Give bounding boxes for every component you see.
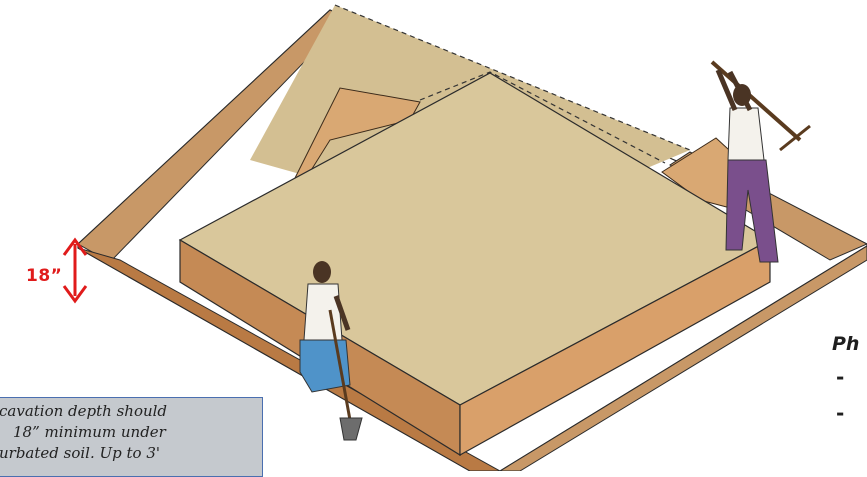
phase-heading: Ph bbox=[832, 333, 859, 355]
note-line: 18” minimum under bbox=[13, 423, 166, 441]
depth-label: 18” bbox=[26, 266, 62, 286]
phase-bullet: - bbox=[836, 401, 844, 425]
depth-dimension-arrow bbox=[64, 240, 86, 301]
note-line: urbated soil. Up to 3' bbox=[0, 444, 160, 462]
phase-bullet: - bbox=[836, 365, 844, 389]
excavation-note-box: cavation depth should 18” minimum under … bbox=[0, 397, 263, 477]
note-line: cavation depth should bbox=[0, 402, 167, 420]
